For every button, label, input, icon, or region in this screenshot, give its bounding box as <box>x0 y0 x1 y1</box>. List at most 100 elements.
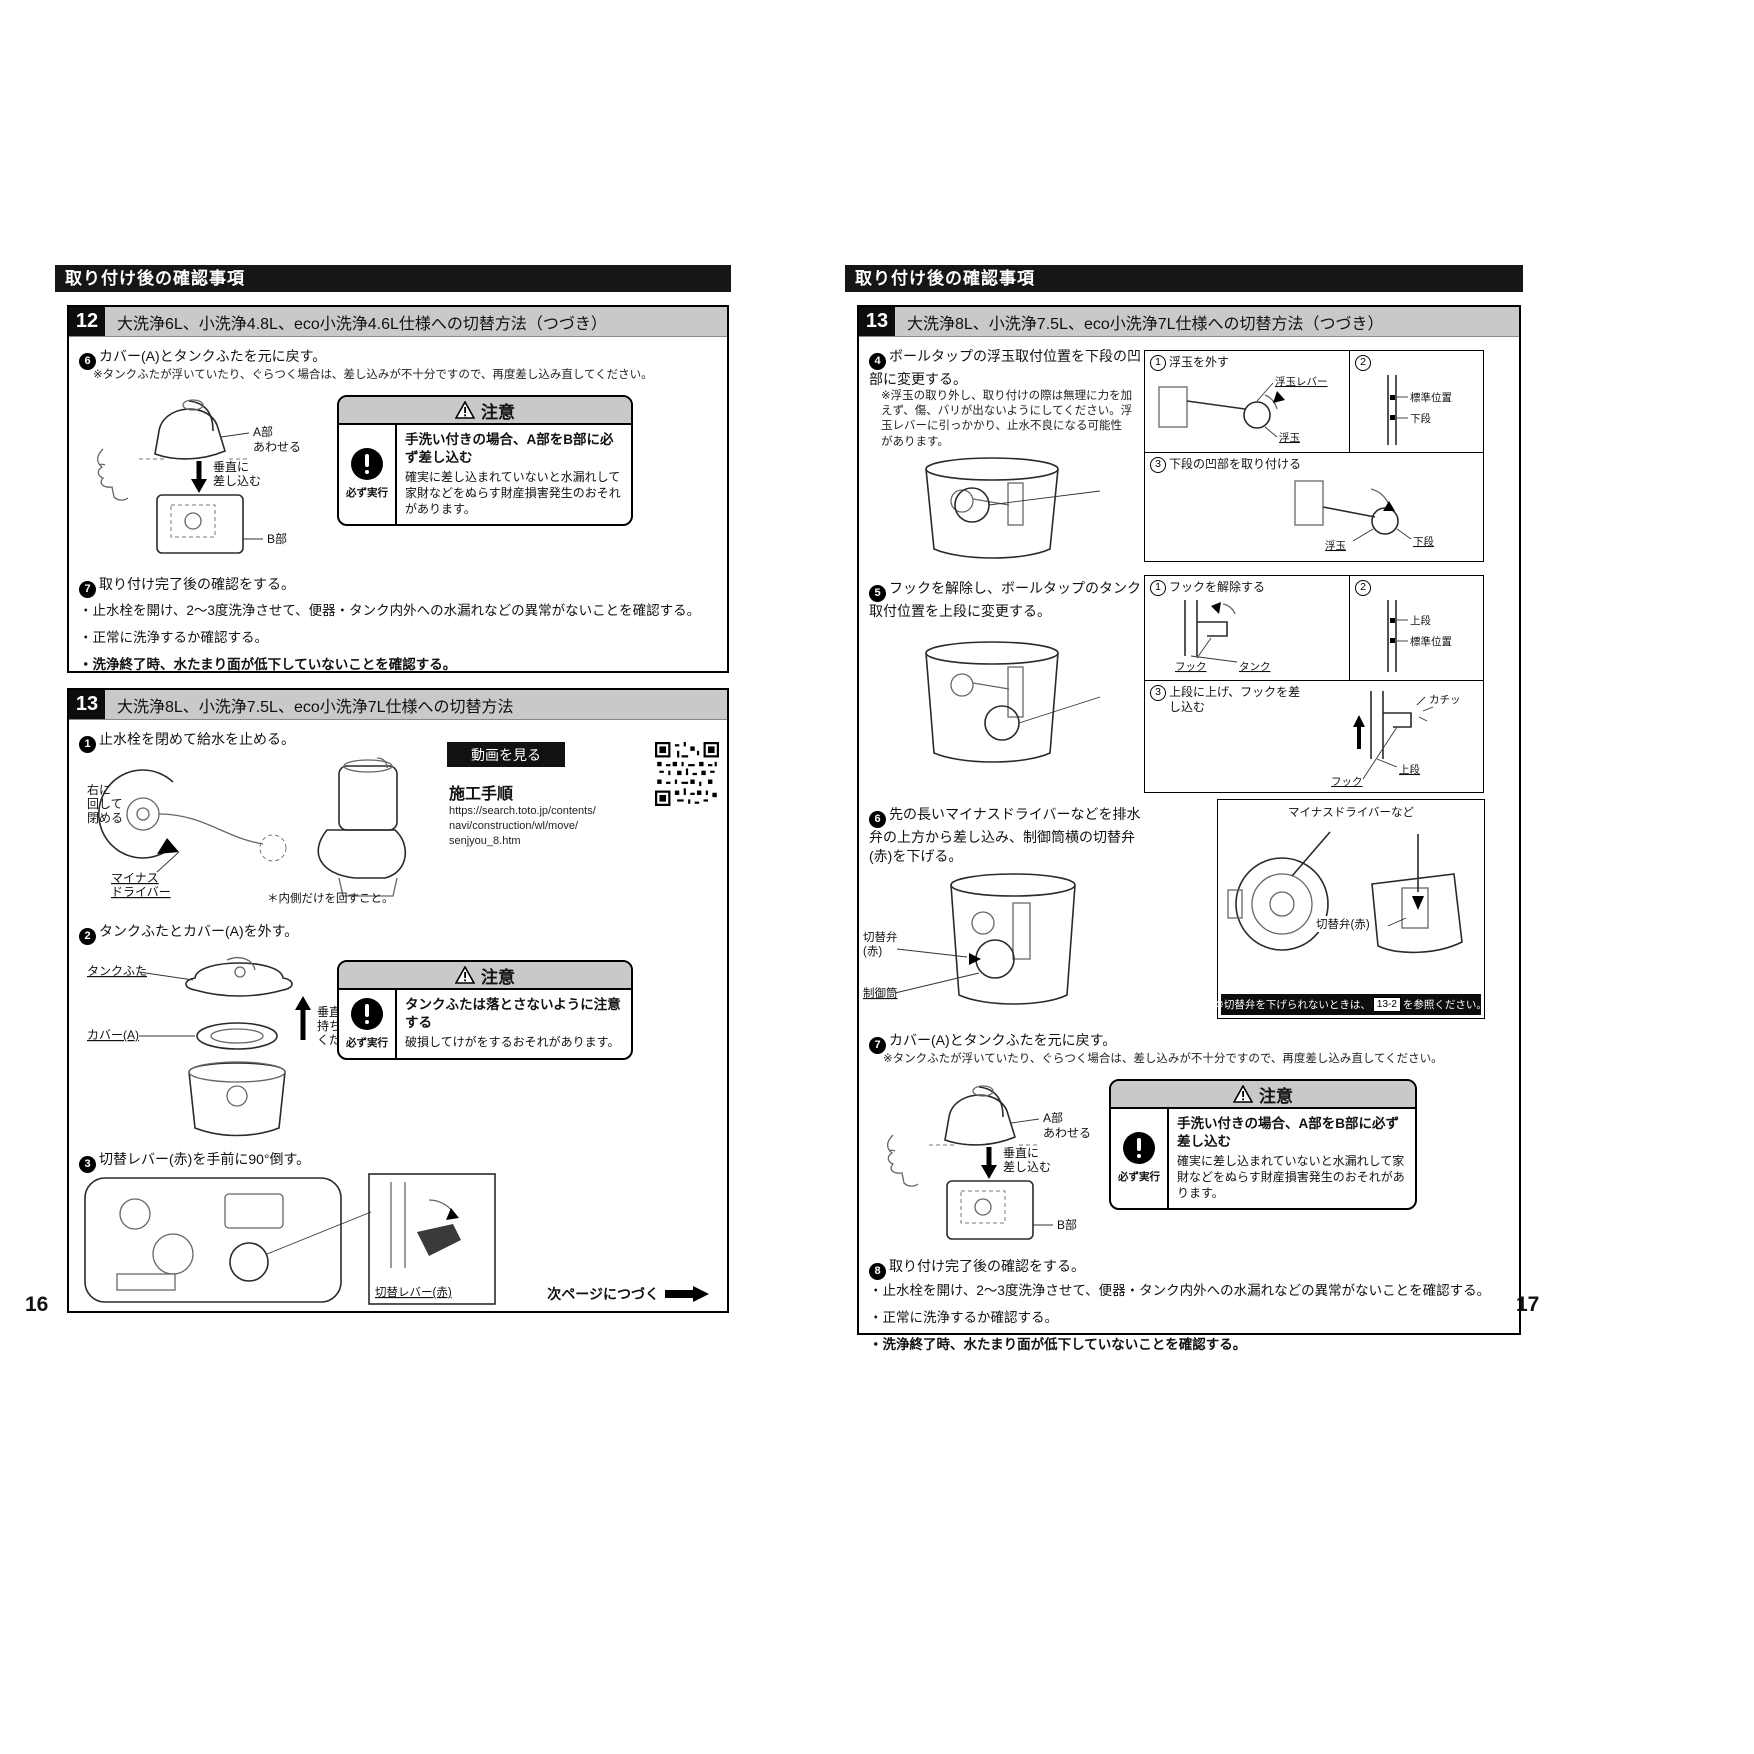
panel4-cell1-title: 浮玉を外す <box>1169 355 1230 369</box>
label-rotate-3: 閉める <box>87 811 123 825</box>
page-section-header-title: 取り付け後の確認事項 <box>855 269 1035 288</box>
label-vertical: 垂直に <box>213 460 249 474</box>
page-17: 取り付け後の確認事項 13 大洗浄8L、小洗浄7.5L、eco小洗浄7L仕様への… <box>845 265 1523 1352</box>
warning-icon <box>1233 1085 1253 1103</box>
circled-2: 2 <box>1355 355 1371 371</box>
step-6-text: カバー(A)とタンクふたを元に戻す。 <box>99 348 327 364</box>
valve-location-figure: 切替弁 (赤) 制御筒 <box>863 873 1076 1005</box>
step-7-text: 取り付け完了後の確認をする。 <box>99 576 295 592</box>
page-number-left: 16 <box>25 1293 49 1316</box>
caution-lead: 手洗い付きの場合、A部をB部に必ず差し込む <box>1177 1116 1399 1149</box>
caution-box-handwash: 注意 必ず実行 手洗い付きの場合、A部をB部に必ず差し込む 確実に差し込まれてい… <box>1109 1079 1417 1210</box>
page-section-header-title: 取り付け後の確認事項 <box>65 269 245 288</box>
label-vertical: 垂直に <box>1003 1146 1039 1160</box>
check-item: ・正常に洗浄するか確認する。 <box>869 1310 1058 1325</box>
label-driver-2: ドライバー <box>111 885 171 899</box>
label-float-ball: 浮玉 <box>1325 540 1346 552</box>
exclamation-icon <box>351 448 383 481</box>
label-cover-a: カバー(A) <box>87 1028 139 1042</box>
must-do-column: 必ず実行 <box>339 425 397 524</box>
section-12-number: 12 <box>69 307 105 336</box>
label-tank-lid: タンクふた <box>87 964 147 978</box>
panel4-cell3-title: 下段の凹部を取り付ける <box>1169 457 1302 471</box>
step-3-marker: 3 <box>79 1155 96 1173</box>
label-rotate-1: 右に <box>87 782 111 797</box>
label-driver: マイナスドライバーなど <box>1287 807 1415 819</box>
section-13-number: 13 <box>69 690 105 719</box>
video-box: 動画を見る <box>447 742 719 862</box>
next-page-note: 次ページにつづく <box>547 1284 711 1304</box>
step-2-text: タンクふたとカバー(A)を外す。 <box>99 923 299 939</box>
step-7-marker: 7 <box>79 580 96 598</box>
caution-body-text: 確実に差し込まれていないと水漏れして家財などをぬらす財産損害発生のおそれがありま… <box>405 470 621 517</box>
label-hook: フック <box>1175 661 1207 673</box>
url-line-2: navi/construction/wl/move/ <box>449 819 578 832</box>
caution-lead: 手洗い付きの場合、A部をB部に必ず差し込む <box>405 432 614 465</box>
panel5-cell3-title: 上段に上げ、フックを差し込む <box>1169 685 1301 714</box>
check-item-bold: ・洗浄終了時、水たまり面が低下していないことを確認する。 <box>79 657 457 672</box>
step-1-text: 止水栓を閉めて給水を止める。 <box>99 731 295 747</box>
label-b-part: B部 <box>267 531 287 546</box>
must-do-column: 必ず実行 <box>339 990 397 1058</box>
section-12-titlebar: 12 大洗浄6L、小洗浄4.8L、eco小洗浄4.6L仕様への切替方法（つづき） <box>69 307 727 337</box>
label-float-ball: 浮玉 <box>1279 432 1300 444</box>
position-rail-figure: 上段 標準位置 <box>1387 600 1452 672</box>
warning-icon <box>455 401 475 419</box>
url-line-3: senjyou_8.htm <box>449 834 521 847</box>
driver-panel: マイナスドライバーなど 切替弁(赤) ※切替弁を下げられないときは、 <box>1215 799 1487 1019</box>
section-13-title: 大洗浄8L、小洗浄7.5L、eco小洗浄7L仕様への切替方法 <box>105 690 727 719</box>
label-a-part: A部 <box>253 424 273 439</box>
check-item: ・止水栓を開け、2〜3度洗浄させて、便器・タンク内外への水漏れなどの異常がないこ… <box>869 1283 1491 1298</box>
label-switch-valve-1: 切替弁 <box>863 930 898 944</box>
label-switch-valve-2: (赤) <box>863 945 882 958</box>
position-rail-figure: 標準位置 下段 <box>1387 375 1452 445</box>
step-8-marker: 8 <box>869 1262 886 1280</box>
step-6-text: 先の長いマイナスドライバーなどを排水弁の上方から差し込み、制御筒横の切替弁(赤)… <box>869 806 1141 864</box>
step-4-text: ボールタップの浮玉取付位置を下段の凹部に変更する。 <box>869 348 1141 387</box>
label-click-sound: カチッ <box>1429 694 1461 706</box>
must-do-label: 必ず実行 <box>346 487 388 500</box>
reference-post: を参照ください。 <box>1402 999 1487 1011</box>
step-4-note: ※浮玉の取り外し、取り付けの際は無理に力を加えず、傷、バリが出ないようにしてくだ… <box>881 390 1133 448</box>
must-do-label: 必ず実行 <box>346 1037 388 1049</box>
label-hook: フック <box>1331 776 1363 787</box>
caution-title: 注意 <box>481 967 515 987</box>
step-6-note: ※タンクふたが浮いていたり、ぐらつく場合は、差し込みが不十分ですので、再度差し込… <box>93 369 653 381</box>
label-tank: タンク <box>1239 661 1271 673</box>
must-do-column: 必ず実行 <box>1111 1109 1169 1208</box>
caution-box-handwash: 注意 必ず実行 手洗い付きの場合、A部をB部に必ず差し込む 確実に差し込まれてい… <box>337 395 633 526</box>
label-insert: 差し込む <box>1003 1160 1051 1174</box>
circled-2: 2 <box>1355 580 1371 596</box>
exclamation-icon <box>1123 1132 1155 1165</box>
hook-release-figure: フック タンク <box>1175 600 1271 673</box>
label-upper: 上段 <box>1399 763 1421 776</box>
label-upper: 上段 <box>1410 614 1432 627</box>
tank-insert-figure: A部 あわせる 垂直に 差し込む B部 <box>96 399 301 554</box>
label-standard-position: 標準位置 <box>1410 391 1452 404</box>
panel5-cell1-title: フックを解除する <box>1169 580 1266 594</box>
float-ball-remove-figure: 浮玉レバー 浮玉 <box>1158 376 1328 444</box>
circled-3: 3 <box>1150 685 1166 701</box>
label-control-tube: 制御筒 <box>863 986 898 1000</box>
label-rotate-2: 回して <box>87 797 123 811</box>
page-section-header: 取り付け後の確認事項 <box>55 265 731 292</box>
label-b-part: B部 <box>1057 1217 1077 1232</box>
section-13-number: 13 <box>859 307 895 336</box>
reference-note-bar: ※切替弁を下げられないときは、 13-2 を参照ください。 <box>1215 994 1487 1015</box>
caution-box-lid: 注意 必ず実行 タンクふたは落とさないように注意する 破損してけがをするおそれが… <box>337 960 633 1060</box>
step-4-marker: 4 <box>869 352 886 370</box>
label-float-lever: 浮玉レバー <box>1275 376 1328 388</box>
